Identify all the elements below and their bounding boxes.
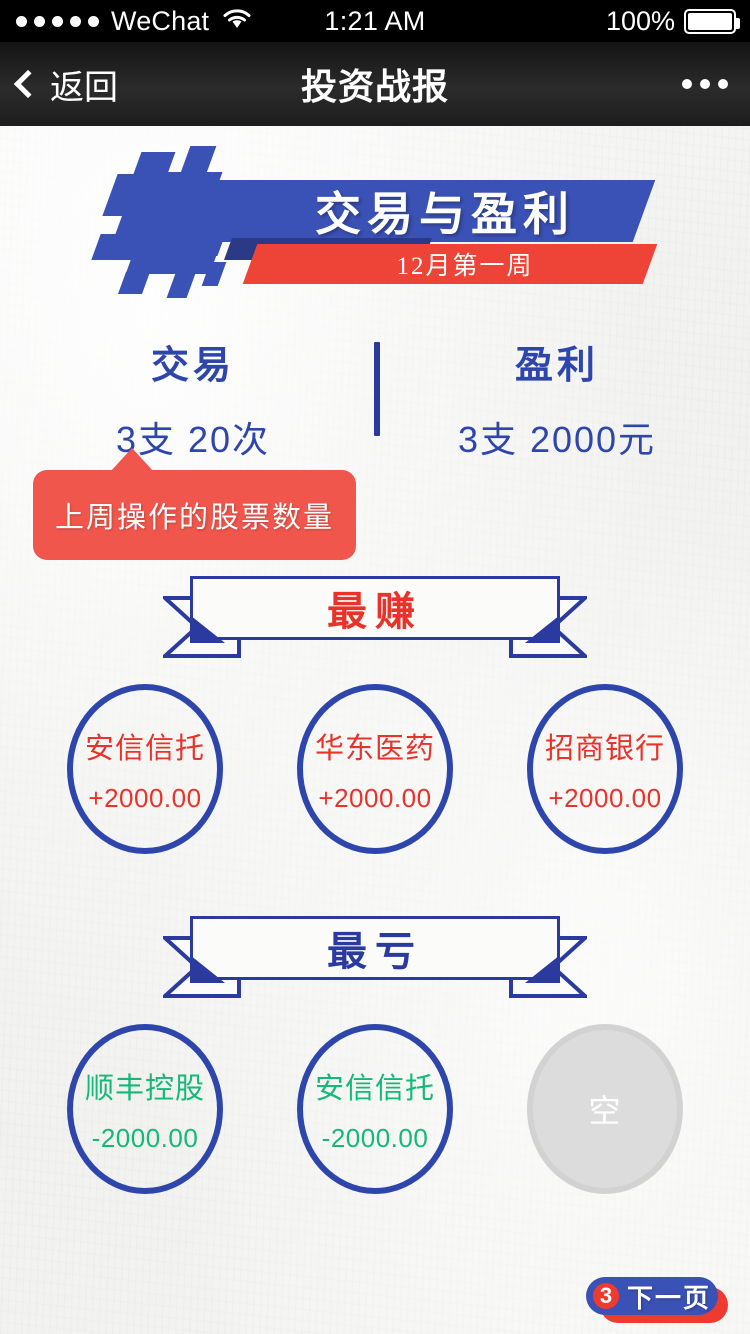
next-page-button[interactable]: 3 下一页 xyxy=(586,1277,728,1323)
carrier-label: WeChat xyxy=(111,5,210,36)
decor-shape xyxy=(125,250,219,274)
stock-circle[interactable]: 华东医药 +2000.00 xyxy=(297,684,453,854)
profit-circle-row: 安信信托 +2000.00 华东医药 +2000.00 招商银行 +2000.0… xyxy=(0,684,750,864)
ellipsis-icon xyxy=(718,79,728,89)
loss-circle-row: 顺丰控股 -2000.00 安信信托 -2000.00 空 xyxy=(0,1024,750,1204)
stock-name: 华东医药 xyxy=(314,732,435,765)
stock-value: -2000.00 xyxy=(321,1122,429,1153)
ribbon-most-profit: 最赚 xyxy=(0,566,750,664)
page-title: 投资战报 xyxy=(300,66,449,107)
ribbon-fold-right-icon xyxy=(525,615,560,643)
ribbon-fold-left-icon xyxy=(190,615,225,643)
report-page: 交易与盈利 12月第一周 交易 3支 20次 盈利 3支 2000元 上周操作的… xyxy=(0,126,750,1334)
stat-profit: 盈利 3支 2000元 xyxy=(392,334,722,463)
stock-circle-empty: 空 xyxy=(527,1024,683,1194)
status-bar-right: 100% xyxy=(605,5,740,37)
ribbon-band xyxy=(190,916,560,980)
stat-trades-label: 交易 xyxy=(150,345,235,387)
battery-percent-label: 100% xyxy=(605,5,675,36)
stock-value: +2000.00 xyxy=(88,782,202,813)
signal-strength-icon xyxy=(16,15,99,27)
banner-title: 交易与盈利 xyxy=(315,189,575,240)
stock-value: +2000.00 xyxy=(318,782,432,813)
stock-circle[interactable]: 安信信托 +2000.00 xyxy=(67,684,223,854)
stock-name: 顺丰控股 xyxy=(84,1072,205,1105)
stock-circle[interactable]: 安信信托 -2000.00 xyxy=(297,1024,453,1194)
stock-value: -2000.00 xyxy=(91,1122,199,1153)
next-page-badge: 3 xyxy=(590,1280,622,1312)
stock-circle[interactable]: 招商银行 +2000.00 xyxy=(527,684,683,854)
summary-stats: 交易 3支 20次 盈利 3支 2000元 xyxy=(0,334,750,460)
tooltip-bubble xyxy=(33,470,356,560)
back-button-label: 返回 xyxy=(50,68,118,107)
tooltip-arrow-icon xyxy=(110,448,154,472)
clock-label: 1:21 AM xyxy=(324,5,426,36)
ellipsis-icon xyxy=(682,79,692,89)
stat-profit-label: 盈利 xyxy=(514,345,599,387)
ellipsis-icon xyxy=(700,79,710,89)
stat-profit-value: 3支 2000元 xyxy=(457,419,657,460)
header-banner: 交易与盈利 12月第一周 xyxy=(0,146,750,306)
ribbon-title: 最赚 xyxy=(327,589,423,634)
tooltip-text: 上周操作的股票数量 xyxy=(54,502,334,534)
stock-value: +2000.00 xyxy=(548,782,662,813)
next-page-label: 下一页 xyxy=(626,1282,711,1313)
stat-trades: 交易 3支 20次 xyxy=(28,334,358,463)
status-bar-left: WeChat xyxy=(16,6,252,37)
stock-circle[interactable]: 顺丰控股 -2000.00 xyxy=(67,1024,223,1194)
stock-name: 安信信托 xyxy=(314,1072,435,1105)
ribbon-title: 最亏 xyxy=(327,929,423,974)
stock-name: 安信信托 xyxy=(84,732,205,765)
stat-trades-value: 3支 20次 xyxy=(115,419,271,460)
status-bar: WeChat 1:21 AM 100% xyxy=(0,0,750,42)
ribbon-band xyxy=(190,576,560,640)
banner-subtitle: 12月第一周 xyxy=(396,253,534,280)
ribbon-most-loss: 最亏 xyxy=(0,906,750,1004)
battery-full-icon xyxy=(684,8,740,34)
back-button[interactable]: 返回 xyxy=(13,42,118,126)
stock-name: 招商银行 xyxy=(544,732,665,765)
more-options-button[interactable] xyxy=(682,42,728,126)
ribbon-fold-left-icon xyxy=(190,955,225,983)
stats-divider xyxy=(374,342,380,436)
decor-shape xyxy=(117,272,151,294)
ribbon-fold-right-icon xyxy=(525,955,560,983)
wifi-icon xyxy=(222,6,252,37)
nav-bar: 返回 投资战报 xyxy=(0,42,750,126)
empty-placeholder-label: 空 xyxy=(588,1093,622,1129)
